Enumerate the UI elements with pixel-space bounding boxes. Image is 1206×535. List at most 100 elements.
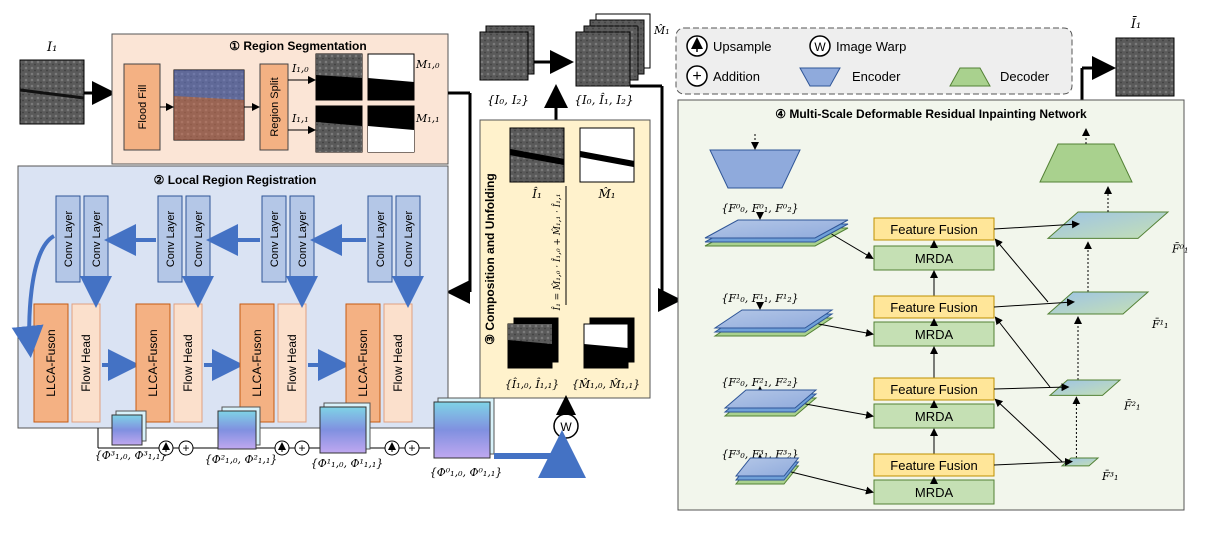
flow-head-block bbox=[173, 303, 203, 423]
m11-label: M₁,₁ bbox=[415, 112, 440, 125]
output-feature-label: F̄²₁ bbox=[1123, 399, 1140, 412]
llca-fuson-label: LLCA-Fuson bbox=[44, 329, 58, 396]
i1-hat-label: Î₁ bbox=[531, 186, 542, 201]
conv-layer-a bbox=[157, 195, 183, 283]
mrda-label: MRDA bbox=[915, 251, 954, 266]
output-feature-label: F̄¹₁ bbox=[1151, 318, 1168, 331]
flow-head-label: Flow Head bbox=[285, 334, 299, 391]
mrda-label: MRDA bbox=[915, 485, 954, 500]
frames-triple bbox=[575, 31, 631, 87]
mrda-block bbox=[873, 479, 995, 505]
conv-layer-a bbox=[261, 195, 287, 283]
frames-m1-label: M̂₁ bbox=[653, 24, 670, 37]
legend-panel bbox=[675, 27, 1073, 95]
frames-pair-label: {I₀, I₂} bbox=[487, 93, 529, 107]
pairs-label: {Î₁,₀, Î₁,₁} bbox=[505, 377, 559, 391]
warp-icon bbox=[809, 35, 831, 57]
addition-icon bbox=[178, 440, 194, 456]
encoder-icon bbox=[799, 67, 841, 87]
decoder-icon bbox=[949, 67, 991, 87]
mrda-label: MRDA bbox=[915, 409, 954, 424]
composition-formula: Î₁ = M̂₁,₀ · Î₁,₀ + M̂₁,₁ · Î₁,₁ bbox=[551, 194, 563, 312]
mrda-block bbox=[873, 403, 995, 429]
conv-layer-label: Conv Layer bbox=[165, 211, 177, 268]
legend-encoder: Encoder bbox=[852, 69, 901, 84]
decoder-shape bbox=[1039, 143, 1133, 183]
flow-label: {Φ⁰₁,₀, Φ⁰₁,₁} bbox=[430, 466, 502, 479]
m10-label: M₁,₀ bbox=[415, 58, 440, 71]
feature-level-label: {F⁰₀, F⁰₁, F⁰₂} bbox=[721, 202, 798, 215]
flow-head-label: Flow Head bbox=[181, 334, 195, 391]
output-feature-map bbox=[1046, 291, 1150, 315]
flow-field-image bbox=[217, 410, 257, 450]
inpainting-title: ④ Multi-Scale Deformable Residual Inpain… bbox=[775, 107, 1087, 121]
addition-icon bbox=[294, 440, 310, 456]
feature-level-label: {F¹₀, F¹₁, F¹₂} bbox=[721, 292, 798, 305]
llca-fuson-block bbox=[33, 303, 69, 423]
legend-addition: Addition bbox=[713, 69, 760, 84]
conv-layer-label: Conv Layer bbox=[91, 211, 103, 268]
flow-head-label: Flow Head bbox=[391, 334, 405, 391]
conv-layer-label: Conv Layer bbox=[193, 211, 205, 268]
frames-pair bbox=[479, 31, 529, 81]
conv-layer-label: Conv Layer bbox=[375, 211, 387, 268]
flow-field-image bbox=[433, 401, 491, 459]
flood-fill-label: Flood Fill bbox=[137, 85, 149, 130]
conv-layer-label: Conv Layer bbox=[63, 211, 75, 268]
i10-label: I₁,₀ bbox=[291, 62, 309, 75]
m1-hat-label: M̂₁ bbox=[597, 186, 615, 201]
addition-icon bbox=[404, 440, 420, 456]
conv-layer-a bbox=[367, 195, 393, 283]
llca-fuson-block bbox=[345, 303, 381, 423]
registration-title: ② Local Region Registration bbox=[154, 173, 317, 187]
legend-upsample: Upsample bbox=[713, 39, 772, 54]
i11-label: I₁,₁ bbox=[291, 112, 309, 125]
conv-layer-a bbox=[55, 195, 81, 283]
feature-fusion-label: Feature Fusion bbox=[890, 458, 977, 473]
flow-head-block bbox=[383, 303, 413, 423]
feature-fusion-label: Feature Fusion bbox=[890, 382, 977, 397]
output-feature-label: F̄³₁ bbox=[1101, 470, 1118, 483]
region-split-label: Region Split bbox=[269, 77, 281, 136]
svg-text:W: W bbox=[560, 420, 572, 434]
llca-fuson-block bbox=[135, 303, 171, 423]
feature-level-label: {F²₀, F²₁, F²₂} bbox=[721, 376, 798, 389]
flow-head-label: Flow Head bbox=[79, 334, 93, 391]
feature-map-stack bbox=[734, 457, 800, 477]
flow-label: {Φ²₁,₀, Φ²₁,₁} bbox=[205, 453, 277, 466]
svg-text:+: + bbox=[408, 441, 415, 455]
composition-title: ③ Composition and Unfolding bbox=[483, 173, 497, 344]
conv-layer-label: Conv Layer bbox=[297, 211, 309, 268]
feature-fusion-label: Feature Fusion bbox=[890, 222, 977, 237]
flow-head-block bbox=[71, 303, 101, 423]
feature-map-stack bbox=[704, 219, 849, 239]
feature-fusion-label: Feature Fusion bbox=[890, 300, 977, 315]
legend-warp: Image Warp bbox=[836, 39, 906, 54]
flow-head-block bbox=[277, 303, 307, 423]
llca-fuson-label: LLCA-Fuson bbox=[146, 329, 160, 396]
feature-map-stack bbox=[713, 309, 834, 329]
input-label: I₁ bbox=[46, 40, 57, 55]
llca-fuson-label: LLCA-Fuson bbox=[250, 329, 264, 396]
legend-decoder: Decoder bbox=[1000, 69, 1050, 84]
flow-label: {Φ¹₁,₀, Φ¹₁,₁} bbox=[311, 457, 383, 470]
frames-triple-label: {I₀, Î₁, I₂} bbox=[574, 92, 633, 107]
output-feature-map bbox=[1046, 211, 1170, 239]
svg-text:+: + bbox=[298, 441, 305, 455]
llca-fuson-label: LLCA-Fuson bbox=[356, 329, 370, 396]
flow-field-image bbox=[111, 414, 143, 446]
svg-text:+: + bbox=[692, 68, 701, 85]
flow-field-image bbox=[319, 406, 367, 454]
svg-text:W: W bbox=[814, 40, 826, 54]
output-image bbox=[1115, 37, 1175, 97]
segmentation-title: ① Region Segmentation bbox=[229, 39, 366, 53]
feature-map-stack bbox=[723, 389, 818, 409]
addition-icon bbox=[686, 65, 708, 87]
mask-pairs-label: {M̂₁,₀, M̂₁,₁} bbox=[572, 378, 640, 391]
mrda-label: MRDA bbox=[915, 327, 954, 342]
encoder-shape bbox=[709, 149, 801, 189]
svg-text:+: + bbox=[182, 441, 189, 455]
output-label: Ī₁ bbox=[1130, 16, 1141, 32]
